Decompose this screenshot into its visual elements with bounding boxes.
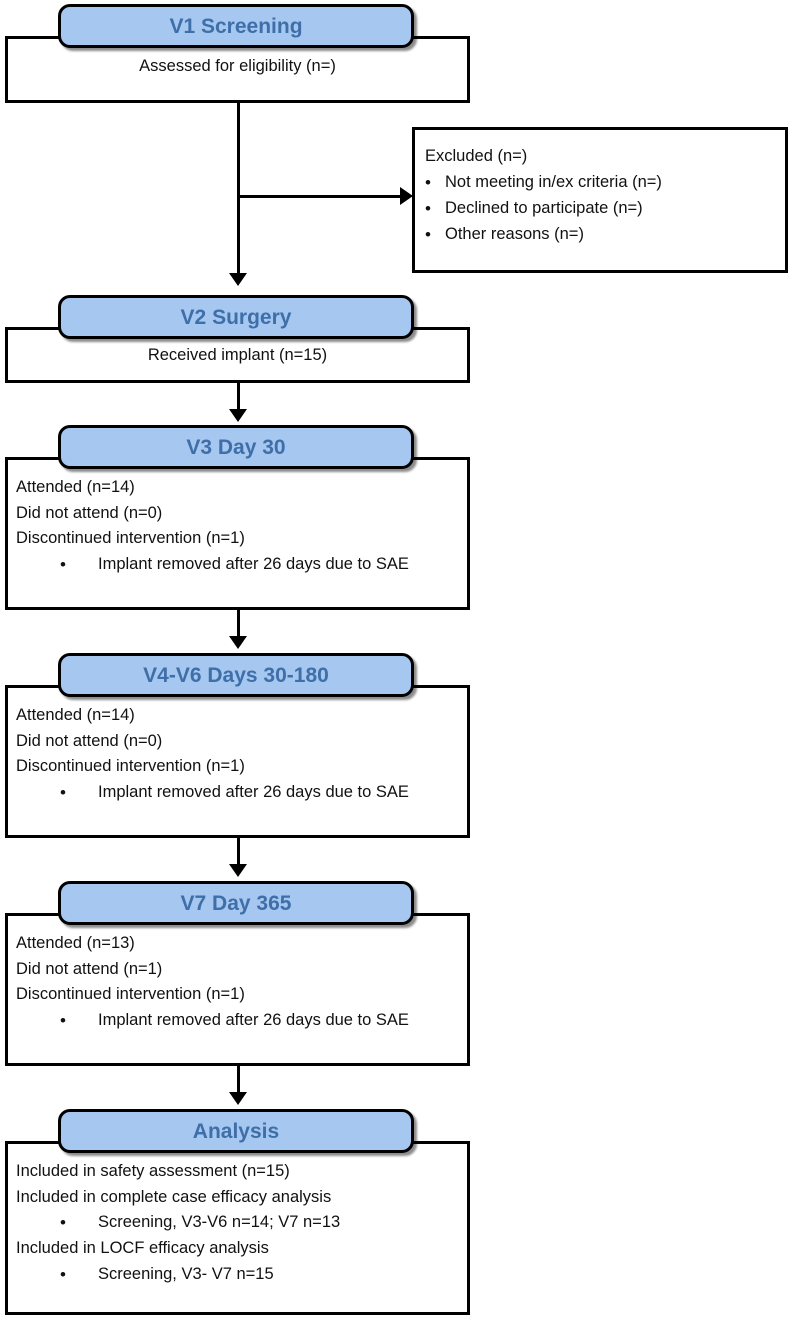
connector-v7-to-analysis-line [237,1066,240,1094]
node-v2-surgery-body: Received implant (n=15) [5,347,470,373]
analysis-line-1: Included in safety assessment (n=15) [16,1162,290,1180]
excluded-bullet-0-text: Not meeting in/ex criteria (n=) [445,172,662,191]
v4v6-bullet-0-text: Implant removed after 26 days due to SAE [98,782,409,801]
analysis-bullet-2: • Screening, V3- V7 n=15 [16,1264,466,1292]
v2-line-0: Received implant (n=15) [147,346,328,364]
v4v6-line-1: Did not attend (n=0) [16,731,163,750]
connector-v1-to-excluded-arrow [400,187,413,205]
v7-line-1: Did not attend (n=1) [16,959,163,978]
connector-v2-to-v3-line [237,383,240,411]
bullet-icon: • [425,172,431,192]
v3-line-1: Did not attend (n=0) [16,503,163,522]
analysis-bullet-1-text: Screening, V3-V6 n=14; V7 n=13 [98,1213,341,1231]
connector-v3-to-v4-arrow [229,636,247,649]
node-v7-body: Attended (n=13) Did not attend (n=1) Dis… [16,935,466,1038]
node-excluded-body: Excluded (n=) • Not meeting in/ex criter… [425,148,785,252]
v7-bullet-0: • Implant removed after 26 days due to S… [16,1010,466,1038]
node-v4v6-panel [5,685,470,838]
connector-v3-to-v4-line [237,610,240,638]
v3-bullet-0: • Implant removed after 26 days due to S… [16,554,466,582]
v7-line-0: Attended (n=13) [16,934,135,952]
excluded-bullet-1: • Declined to participate (n=) [425,198,785,226]
v4v6-line-0: Attended (n=14) [16,706,135,724]
connector-v1-to-excluded-line [237,195,403,198]
node-analysis-body: Included in safety assessment (n=15) Inc… [16,1163,466,1292]
connector-v1-to-v2-line [237,103,240,275]
connector-v4-to-v7-arrow [229,864,247,877]
analysis-line-2: Included in complete case efficacy analy… [16,1187,332,1206]
excluded-bullet-0: • Not meeting in/ex criteria (n=) [425,172,785,200]
v1-line-0: Assessed for eligibility (n=) [139,57,336,75]
bullet-icon: • [60,1213,66,1232]
analysis-bullet-1: • Screening, V3-V6 n=14; V7 n=13 [16,1214,466,1240]
connector-v4-to-v7-line [237,838,240,866]
bullet-icon: • [60,1010,66,1030]
excluded-bullet-2-text: Other reasons (n=) [445,224,584,243]
bullet-icon: • [425,224,431,244]
analysis-line-3: Included in LOCF efficacy analysis [16,1239,269,1257]
v7-line-2: Discontinued intervention (n=1) [16,985,245,1003]
node-v4v6-header: V4-V6 Days 30-180 [58,653,414,697]
v3-bullet-0-text: Implant removed after 26 days due to SAE [98,554,409,573]
node-v3-panel [5,457,470,610]
connector-v1-to-v2-arrow [229,273,247,286]
node-v2-surgery-header: V2 Surgery [58,295,414,339]
node-v3-body: Attended (n=14) Did not attend (n=0) Dis… [16,479,466,582]
v3-line-0: Attended (n=14) [16,478,135,496]
node-v7-header: V7 Day 365 [58,881,414,925]
bullet-icon: • [60,782,66,802]
v4v6-bullet-0: • Implant removed after 26 days due to S… [16,782,466,810]
node-v4v6-body: Attended (n=14) Did not attend (n=0) Dis… [16,707,466,810]
node-v1-screening-body: Assessed for eligibility (n=) [5,58,470,84]
bullet-icon: • [60,1264,66,1284]
node-analysis-panel [5,1141,470,1315]
node-excluded-panel [412,127,788,273]
analysis-bullet-2-text: Screening, V3- V7 n=15 [98,1264,274,1283]
bullet-icon: • [60,554,66,574]
node-v1-screening-header: V1 Screening [58,4,414,48]
v4v6-line-2: Discontinued intervention (n=1) [16,757,245,775]
node-v3-header: V3 Day 30 [58,425,414,469]
node-analysis-header: Analysis [58,1109,414,1153]
connector-v2-to-v3-arrow [229,409,247,422]
bullet-icon: • [425,198,431,218]
connector-v7-to-analysis-arrow [229,1092,247,1105]
excluded-bullet-2: • Other reasons (n=) [425,224,785,252]
v7-bullet-0-text: Implant removed after 26 days due to SAE [98,1010,409,1029]
v3-line-2: Discontinued intervention (n=1) [16,529,245,547]
excluded-title: Excluded (n=) [425,147,528,165]
excluded-bullet-1-text: Declined to participate (n=) [445,198,643,217]
